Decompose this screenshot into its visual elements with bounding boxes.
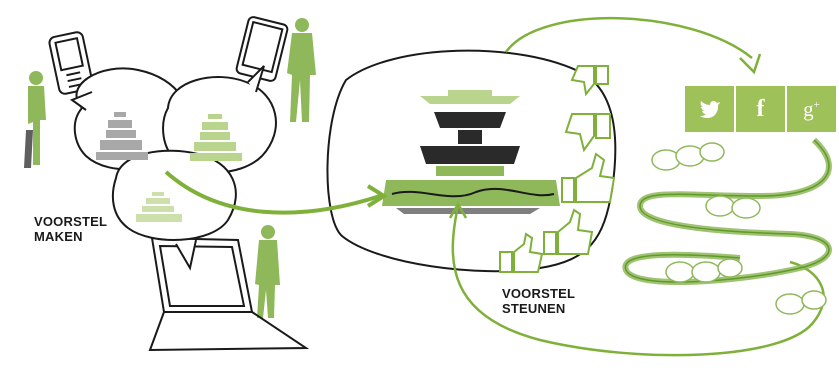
speech-bubble-icon [111,149,237,271]
person-icon [287,18,316,122]
thumbs-down-icon [570,65,609,97]
thumbs-up-icon [499,232,544,273]
support-proposal-label: VOORSTEL STEUNEN [502,286,575,316]
facebook-icon: f [756,95,765,122]
arrow-head [366,184,388,208]
fountain-icon [190,114,242,161]
flow-arrow [164,170,381,215]
spiral-outline [624,139,830,283]
create-proposal-label: VOORSTEL MAKEN [34,214,107,244]
create-label-line2: MAKEN [34,229,83,244]
twitter-icon [699,101,720,118]
person-icon [255,225,280,318]
google-plus-button[interactable]: g+ [787,86,836,132]
google-plus-icon: g+ [803,96,820,121]
facebook-button[interactable]: f [736,86,785,132]
person-icon [24,71,46,168]
thumbs-up-icon [561,152,616,203]
thumbs-down-icon [564,113,611,153]
speech-bubble-icon [651,142,827,315]
support-label-line1: VOORSTEL [502,286,576,301]
thumbs-up-icon [543,208,594,255]
share-arrow [504,16,753,59]
fountain-icon [96,112,148,160]
laptop-icon [148,236,310,352]
arrow-head [739,53,762,75]
twitter-button[interactable] [685,86,734,132]
fountain-icon [382,90,560,214]
support-label-line2: STEUNEN [502,301,566,316]
proposal-bubble [326,49,617,273]
create-label-line1: VOORSTEL [34,214,108,229]
fountain-icon [136,192,182,222]
arrow-head [448,201,468,219]
